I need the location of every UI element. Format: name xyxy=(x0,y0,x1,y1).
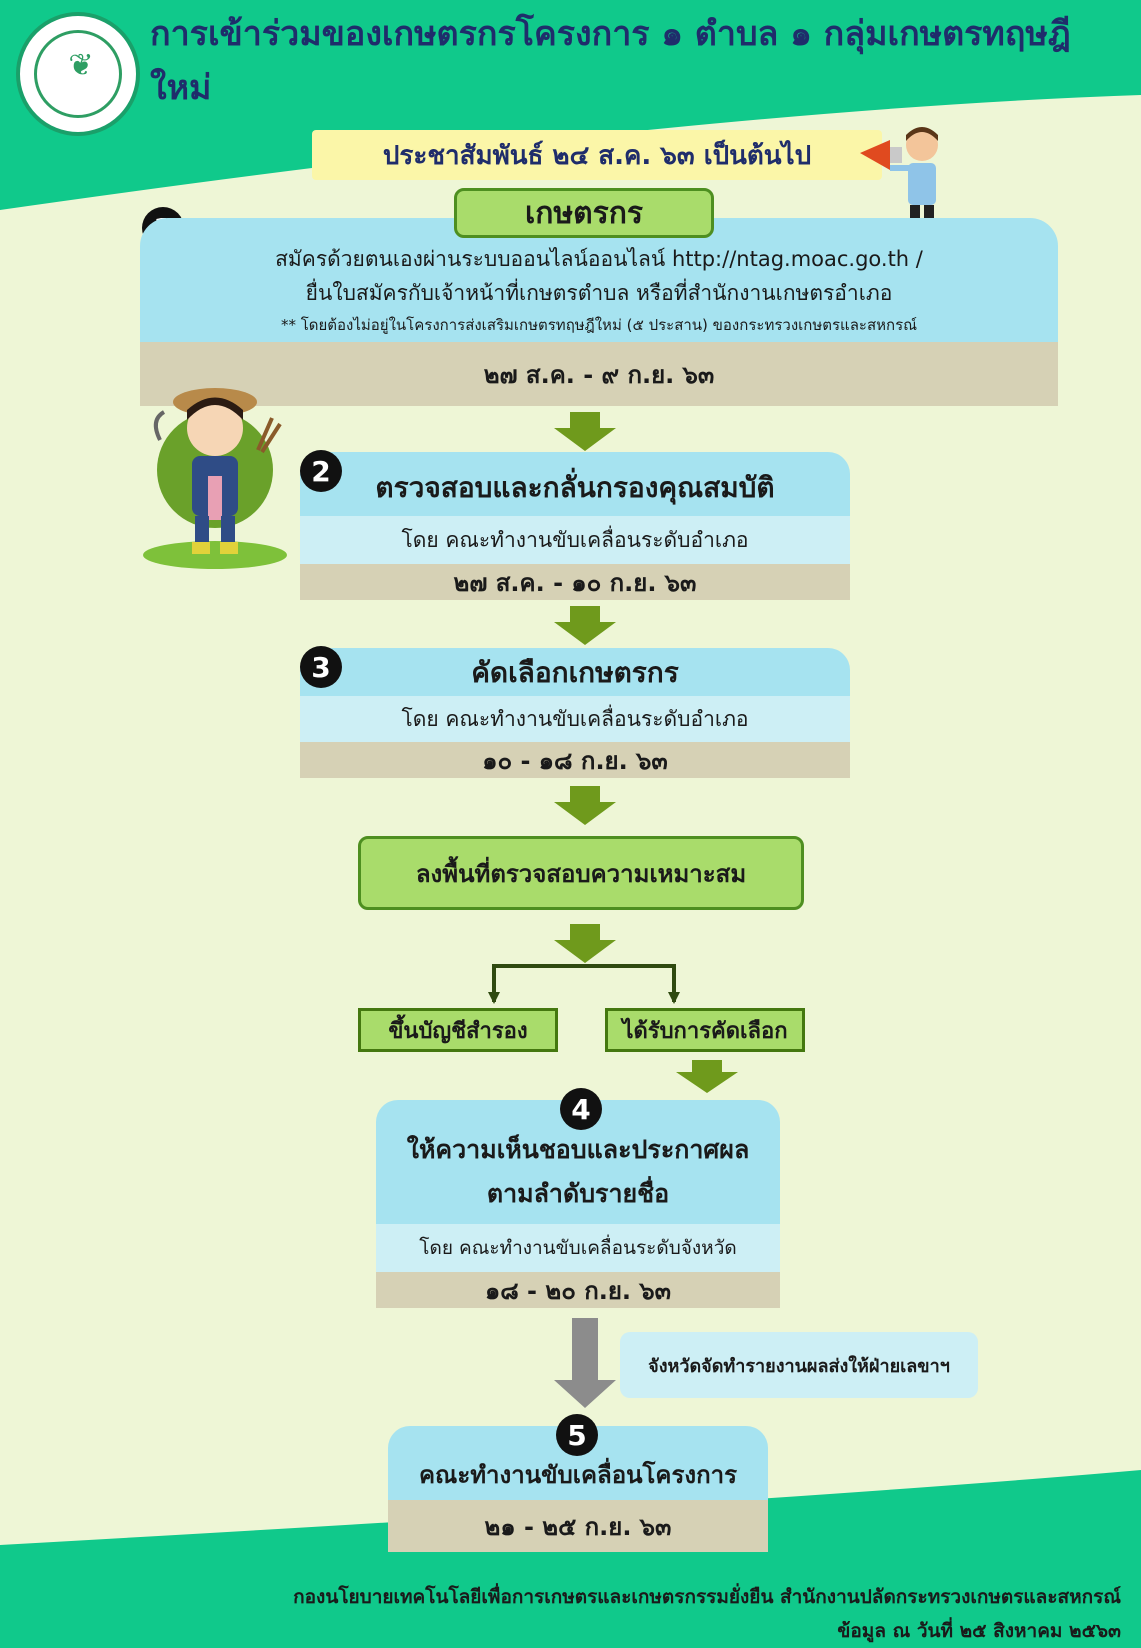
arrow-down-icon xyxy=(554,606,616,645)
arrow-down-icon xyxy=(554,786,616,825)
site-visit-box: ลงพื้นที่ตรวจสอบความเหมาะสม xyxy=(358,836,804,910)
step-4-number: 4 xyxy=(560,1088,602,1130)
arrow-down-icon xyxy=(554,412,616,451)
arrow-down-icon xyxy=(554,924,616,963)
selected-box: ได้รับการคัดเลือก xyxy=(605,1008,805,1052)
step-2-date: ๒๗ ส.ค. - ๑๐ ก.ย. ๖๓ xyxy=(300,564,850,600)
step-1-title: เกษตรกร xyxy=(454,188,714,238)
reserve-list-box: ขึ้นบัญชีสำรอง xyxy=(358,1008,558,1052)
step-3-date: ๑๐ - ๑๘ ก.ย. ๖๓ xyxy=(300,742,850,778)
arrow-down-gray-icon xyxy=(554,1318,616,1408)
step-3-panel xyxy=(300,648,850,696)
step-1-note: ** โดยต้องไม่อยู่ในโครงการส่งเสริมเกษตรท… xyxy=(280,316,918,334)
step-1-line1: สมัครด้วยตนเองผ่านระบบออนไลน์ออนไลน์ htt… xyxy=(275,246,923,271)
step-2-panel xyxy=(300,452,850,516)
step-4-title-line2: ตามลำดับรายชื่อ xyxy=(486,1179,670,1208)
step-2-by: โดย คณะทำงานขับเคลื่อนระดับอำเภอ xyxy=(300,516,850,564)
footer-date: ข้อมูล ณ วันที่ ๒๕ สิงหาคม ๒๕๖๓ xyxy=(837,1620,1121,1642)
step-1-date: ๒๗ ส.ค. - ๙ ก.ย. ๖๓ xyxy=(140,342,1058,406)
step-3-title: คัดเลือกเกษตรกร xyxy=(471,656,679,689)
arrow-down-icon xyxy=(676,1060,738,1093)
step-5-date: ๒๑ - ๒๕ ก.ย. ๖๓ xyxy=(388,1500,768,1552)
step-4-title-line1: ให้ความเห็นชอบและประกาศผล xyxy=(406,1135,750,1164)
farmer-icon xyxy=(143,388,287,569)
step-4-date: ๑๘ - ๒๐ ก.ย. ๖๓ xyxy=(376,1272,780,1308)
step-2-number: 2 xyxy=(300,450,342,492)
logo-emblem-icon: ❦ xyxy=(34,30,122,118)
promo-banner: ประชาสัมพันธ์ ๒๔ ส.ค. ๖๓ เป็นต้นไป xyxy=(312,130,882,180)
step-1-panel xyxy=(140,218,1058,342)
step-3-number: 3 xyxy=(300,646,342,688)
step-1-line2: ยื่นใบสมัครกับเจ้าหน้าที่เกษตรตำบล หรือท… xyxy=(305,280,893,305)
page-title: การเข้าร่วมของเกษตรกรโครงการ ๑ ตำบล ๑ กล… xyxy=(150,14,1071,108)
ministry-logo: ❦ xyxy=(16,12,140,136)
report-note: จังหวัดจัดทำรายงานผลส่งให้ฝ่ายเลขาฯ xyxy=(620,1332,978,1398)
footer-agency: กองนโยบายเทคโนโลยีเพื่อการเกษตรและเกษตรก… xyxy=(293,1586,1121,1608)
branch-connector xyxy=(488,964,680,1004)
step-4-by: โดย คณะทำงานขับเคลื่อนระดับจังหวัด xyxy=(376,1224,780,1272)
step-5-number: 5 xyxy=(556,1414,598,1456)
step-5-title: คณะทำงานขับเคลื่อนโครงการ xyxy=(419,1460,737,1489)
step-2-title: ตรวจสอบและกลั่นกรองคุณสมบัติ xyxy=(375,471,775,504)
step-3-by: โดย คณะทำงานขับเคลื่อนระดับอำเภอ xyxy=(300,696,850,742)
